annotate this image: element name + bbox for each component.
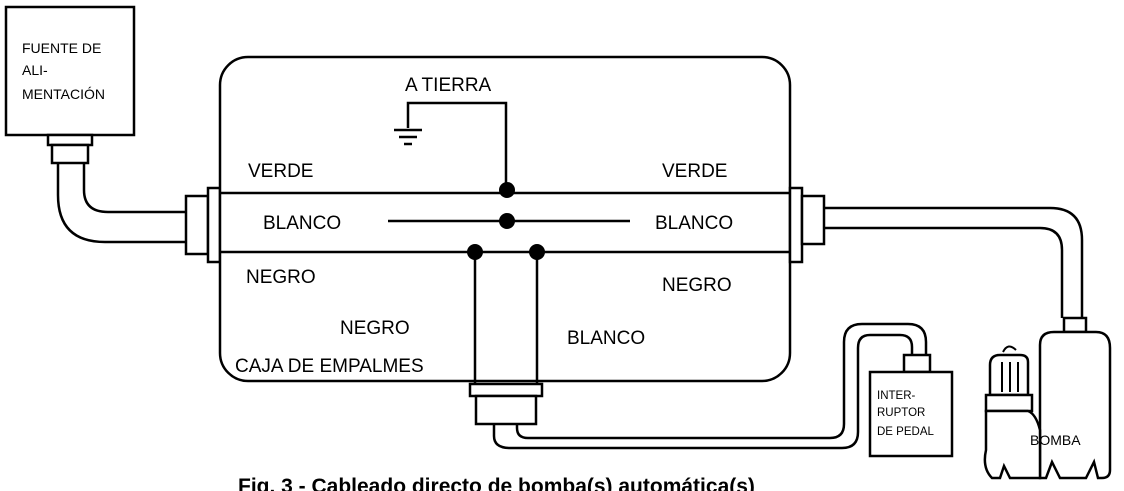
junction-right-nut [800,194,826,246]
power-source: FUENTE DE ALI- MENTACIÓN [4,5,136,137]
foot-switch-label-line1: INTER- [877,390,916,402]
white-right-label: BLANCO [655,213,733,234]
power-source-fitting [46,133,94,147]
splice-black-left [467,244,483,260]
power-source-label-line3: MENTACIÓN [22,86,105,102]
pump-label: BOMBA [1030,432,1081,448]
foot-switch-label-line3: DE PEDAL [877,426,934,438]
power-source-box [4,5,136,137]
pump-cord-fitting [1062,316,1088,334]
foot-switch-plug [902,353,932,374]
pump-float-band [984,393,1034,413]
power-source-nut [50,143,90,165]
junction-left-fitting [206,186,222,264]
pump-conduit [788,186,1084,318]
switch-conduit [468,322,928,450]
junction-left-nut [184,194,210,256]
power-source-label-line2: ALI- [22,62,48,78]
junction-right-fitting [788,186,804,264]
splice-black-right [529,244,545,260]
black-right-label: NEGRO [662,275,732,296]
white-lower-label: BLANCO [567,328,645,349]
splice-green [499,182,515,198]
pump: BOMBA [983,316,1112,480]
white-left-label: BLANCO [263,213,341,234]
junction-bottom-nut [474,394,538,426]
green-left-label: VERDE [248,161,313,182]
figure-caption: Fig. 3 - Cableado directo de bomba(s) au… [238,475,755,491]
green-right-label: VERDE [662,161,727,182]
junction-bottom-fitting [468,382,544,398]
power-source-label-line1: FUENTE DE [22,40,101,56]
foot-switch-box [868,370,954,458]
black-left-label: NEGRO [246,267,316,288]
junction-box-label: CAJA DE EMPALMES [235,356,424,377]
black-wires [473,252,539,392]
foot-switch-label-line2: RUPTOR [877,407,925,419]
foot-switch: INTER- RUPTOR DE PEDAL [868,353,954,458]
black-lower-label: NEGRO [340,318,410,339]
power-conduit [46,133,222,264]
splice-white [499,213,515,229]
ground-wire [394,101,508,190]
ground-label: A TIERRA [405,75,492,96]
